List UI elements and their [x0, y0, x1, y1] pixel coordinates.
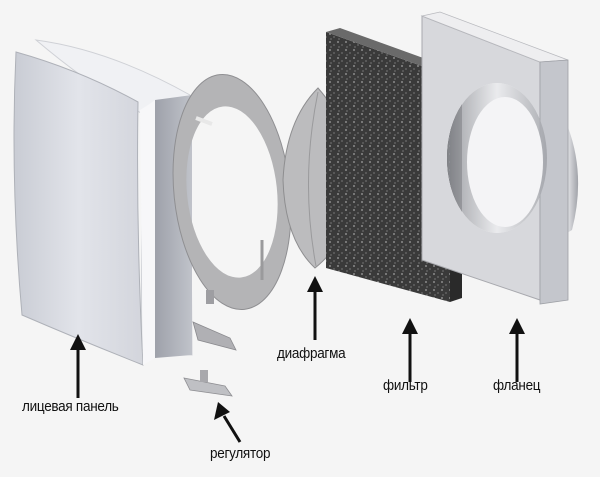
label-face-panel: лицевая панель: [22, 398, 119, 415]
label-filter: фильтр: [383, 377, 428, 394]
regulator-part: [183, 321, 237, 397]
callout-arrows: [70, 276, 525, 443]
arrow-regulator: [214, 402, 242, 443]
face-panel-part: [13, 39, 193, 366]
label-flange: фланец: [493, 377, 541, 394]
arrow-diaphragm: [307, 276, 323, 340]
ring-frame-part: [172, 73, 292, 311]
flange-part: [420, 11, 579, 305]
label-regulator: регулятор: [210, 445, 271, 462]
arrow-filter: [402, 318, 418, 382]
label-diaphragm: диафрагма: [277, 345, 346, 362]
arrow-face-panel: [70, 334, 86, 398]
arrow-flange: [509, 318, 525, 382]
